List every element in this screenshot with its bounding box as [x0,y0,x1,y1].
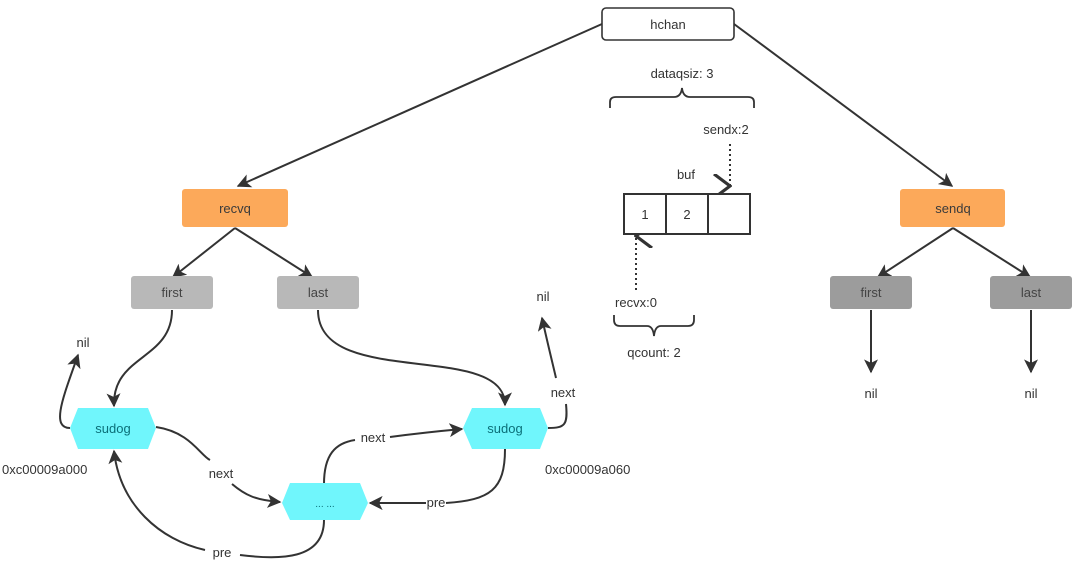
sudog-mid-node[interactable]: ... ... [282,483,368,520]
recvq-last-node[interactable]: last [277,276,359,309]
address-sudog-b: 0xc00009a060 [545,462,630,477]
dataqsiz-label: dataqsiz: 3 [651,66,714,81]
pre-label-mid-to-a: pre [213,545,232,560]
sendq-first-node[interactable]: first [830,276,912,309]
recvx-label: recvx:0 [615,295,657,310]
hchan-node[interactable]: hchan [601,7,735,41]
sudog-a-node[interactable]: sudog [70,408,156,449]
recvq-node[interactable]: recvq [182,189,288,227]
sudog-mid-label: ... ... [315,499,334,510]
edge-hchan-to-sendq [733,23,954,187]
sudog-b-label: sudog [487,421,522,436]
next-label-mid-to-b: next [361,430,386,445]
edge-hchan-to-recvq [236,23,603,188]
edge-sudog-a-next-to-mid [155,426,280,502]
dataqsiz-brace [609,87,755,108]
sendq-last-node[interactable]: last [990,276,1072,309]
edge-mid-pre-to-sudog-a [114,451,325,559]
edge-recvq-last-to-sudog-b [317,309,512,407]
recvq-first-label: first [162,285,183,300]
recvq-label: recvq [219,201,251,216]
buf-label: buf [677,167,695,182]
sendq-node[interactable]: sendq [900,189,1005,227]
nil-label-sendq-last: nil [1024,386,1037,401]
sendx-label: sendx:2 [703,122,749,137]
edge-sendq-to-first [876,227,954,278]
edge-recvq-first-to-sudog-a [106,309,173,408]
hchan-label: hchan [650,17,685,32]
sudog-a-label: sudog [95,421,130,436]
qcount-label: qcount: 2 [627,345,681,360]
buffer-array: 1 2 [623,193,751,235]
buf-cell-0-value: 1 [641,207,648,222]
recvq-last-label: last [308,285,329,300]
nil-label-sendq-first: nil [864,386,877,401]
edge-mid-next-to-sudog-b [323,429,462,485]
sendq-first-label: first [861,285,882,300]
pre-label-b-to-mid: pre [427,495,446,510]
edge-sendq-to-last [952,227,1032,278]
edge-sudog-a-to-nil [59,353,81,429]
buf-cell-2 [707,193,751,235]
edge-recvq-to-first [171,227,236,278]
address-sudog-a: 0xc00009a000 [2,462,87,477]
edge-recvq-to-last [234,227,314,278]
nil-label-sudog-a: nil [76,335,89,350]
sudog-b-node[interactable]: sudog [463,408,548,449]
qcount-brace [613,315,695,337]
next-label-b-to-nil: next [551,385,576,400]
edge-sudog-b-to-nil [542,318,568,429]
recvq-first-node[interactable]: first [131,276,213,309]
buf-cell-1 [665,193,709,235]
next-label-a-to-mid: next [209,466,234,481]
buf-cell-1-value: 2 [683,207,690,222]
sendq-label: sendq [935,201,970,216]
edge-sudog-b-pre-to-mid [370,448,506,503]
sendq-last-label: last [1021,285,1042,300]
nil-label-sudog-b: nil [536,289,549,304]
